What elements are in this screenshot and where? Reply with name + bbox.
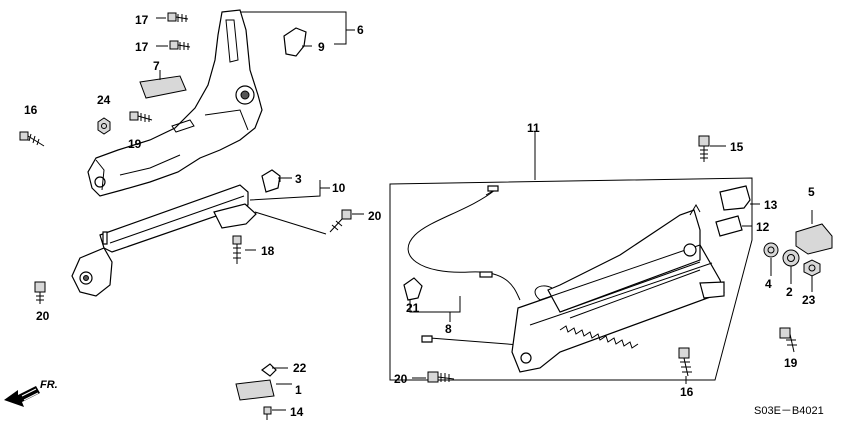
clip-icon [261,363,277,377]
callout-12: 12 [756,220,770,234]
leader-line [770,258,813,292]
nut-icon [97,117,111,135]
lever-cover [139,75,187,99]
diagram-code: S03E－B4021 [754,405,824,417]
callout-20a: 20 [368,209,382,223]
callout-18: 18 [261,244,275,258]
bolt-icon [167,12,189,22]
callout-11: 11 [527,121,540,135]
clip-12 [715,215,743,237]
leader-line [272,367,292,411]
lower-rail-left [71,184,257,297]
bolt-icon [169,40,191,50]
leader-line [240,11,355,47]
callout-22: 22 [293,361,307,375]
callout-20c: 20 [394,372,408,386]
callout-5: 5 [808,185,815,199]
bolt-icon [678,347,692,377]
callout-15: 15 [730,140,744,154]
cable-clip [261,169,281,193]
front-direction-arrow: FR. [4,379,58,407]
callout-2: 2 [786,285,793,299]
callout-23: 23 [802,293,816,307]
leader-line [742,203,760,227]
cable-clip [403,277,423,301]
callout-7: 7 [153,59,160,73]
bushing-icon [763,242,779,258]
callout-19b: 19 [784,356,798,370]
bolt-icon [34,281,46,304]
callout-14: 14 [290,405,304,419]
callout-19a: 19 [128,137,142,151]
assembly-box [389,177,753,381]
screw-icon [263,406,272,420]
bolt-icon [698,135,710,162]
washer-icon [782,249,800,267]
seat-track-right [511,204,725,373]
callout-13: 13 [764,198,778,212]
recliner-bracket [87,9,263,197]
callout-8: 8 [445,322,452,336]
callout-6: 6 [357,23,364,37]
leader-line [249,177,330,201]
release-cable [407,185,526,346]
direction-label: FR. [40,379,58,391]
callout-3: 3 [295,172,302,186]
leader-line [409,296,461,322]
leader-line [156,17,168,47]
callout-9: 9 [318,40,325,54]
bolt-icon [329,209,352,233]
switch-unit [235,379,275,401]
callout-1: 1 [295,383,302,397]
callout-10: 10 [332,181,346,195]
callout-17b: 17 [135,40,149,54]
bolt-icon [779,327,797,353]
nut-icon [803,259,821,277]
callout-17a: 17 [135,13,149,27]
bolt-icon [19,131,45,147]
callout-24: 24 [97,93,111,107]
bolt-icon [129,111,153,122]
callout-16b: 16 [680,385,694,399]
callout-16a: 16 [24,103,38,117]
rail-cover [795,223,833,255]
leader-line [254,211,364,235]
callout-4: 4 [765,277,772,291]
clip-13 [719,185,751,211]
leader-line [412,376,687,384]
bolt-icon [232,235,242,264]
bolt-icon [427,371,455,383]
recliner-knob [283,27,307,57]
callout-20b: 20 [36,309,50,323]
callout-21: 21 [406,301,420,315]
